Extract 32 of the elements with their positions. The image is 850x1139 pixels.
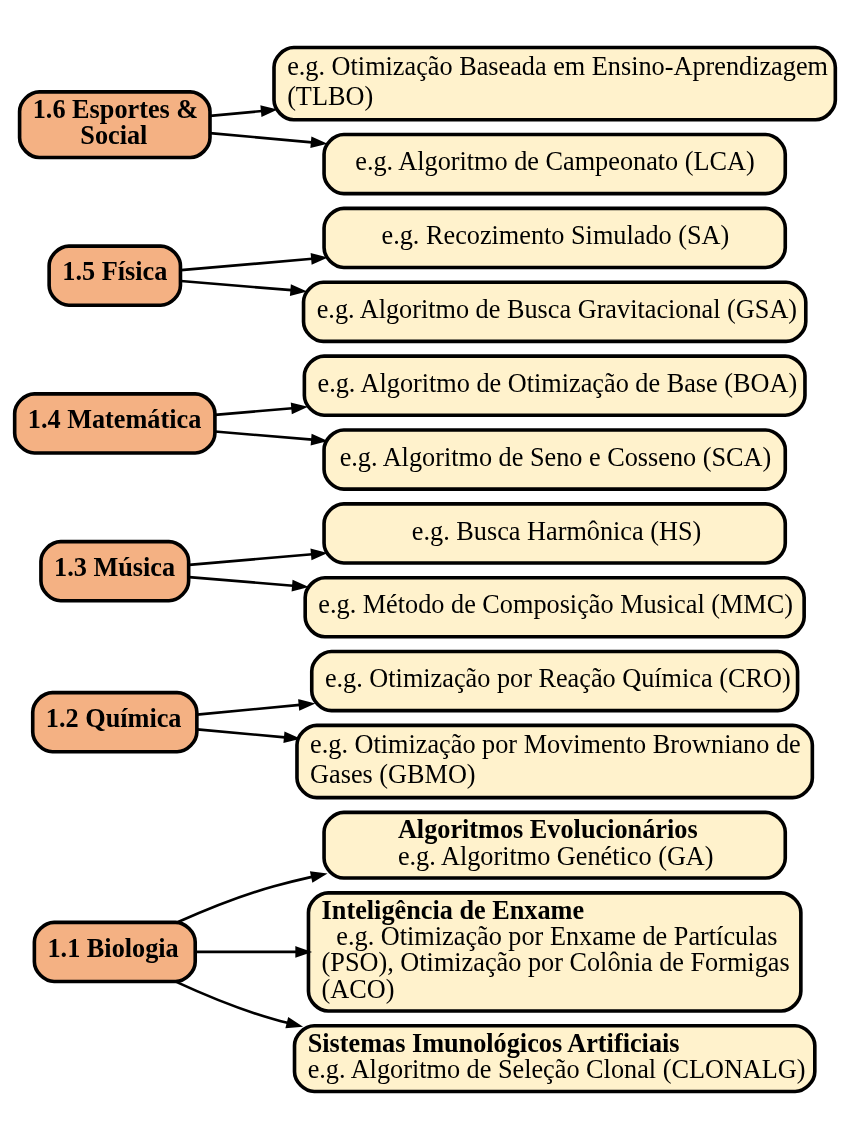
arrow [209, 131, 328, 149]
node-box: Inteligência de Enxame e.g. Otimização por Enxame de Partículas (PSO), Otimização por Colônia de Formigas (ACO) [306, 891, 803, 1013]
arrow [196, 728, 301, 744]
node-box: e.g. Busca Harmônica (HS) [322, 502, 788, 565]
arrow [196, 699, 316, 716]
arrow [180, 253, 328, 272]
node-box: 1.2 Química [30, 690, 199, 754]
node-box: 1.1 Biologia [32, 920, 198, 984]
node-box: e.g. Recozimento Simulado (SA) [322, 206, 788, 270]
arrow [214, 430, 328, 446]
node-box: e.g. Algoritmo de Seno e Cosseno (SCA) [322, 428, 788, 491]
node-box: e.g. Algoritmo de Otimização de Base (BOA) [302, 354, 807, 418]
node-box: 1.4 Matemática [12, 392, 217, 455]
arrow [177, 871, 328, 924]
arrow [188, 548, 328, 567]
node-box: 1.5 Física [47, 244, 183, 308]
node-box: 1.6 Esportes & Social [17, 90, 212, 160]
arrow [195, 946, 313, 958]
node-box: e.g. Otimização Baseada em Ensino-Aprendizagem (TLBO) [272, 45, 838, 122]
node-box: Algoritmos Evolucionários e.g. Algoritmo Genético (GA) [322, 810, 788, 880]
arrow [214, 402, 308, 417]
node-box: 1.3 Música [39, 539, 191, 603]
arrow [180, 279, 308, 296]
node-box: e.g. Algoritmo de Campeonato (LCA) [322, 132, 788, 196]
arrow [188, 575, 309, 592]
node-box: e.g. Otimização por Movimento Browniano de Gases (GBMO) [295, 723, 815, 800]
node-box: Sistemas Imunológicos Artificiais e.g. Algoritmo de Seleção Clonal (CLONALG) [292, 1023, 817, 1094]
node-box: e.g. Otimização por Reação Química (CRO) [309, 649, 800, 713]
arrow [209, 105, 278, 118]
node-box: e.g. Algoritmo de Busca Gravitacional (GSA) [301, 280, 808, 344]
node-box: e.g. Método de Composição Musical (MMC) [303, 575, 806, 639]
arrow [175, 980, 304, 1029]
